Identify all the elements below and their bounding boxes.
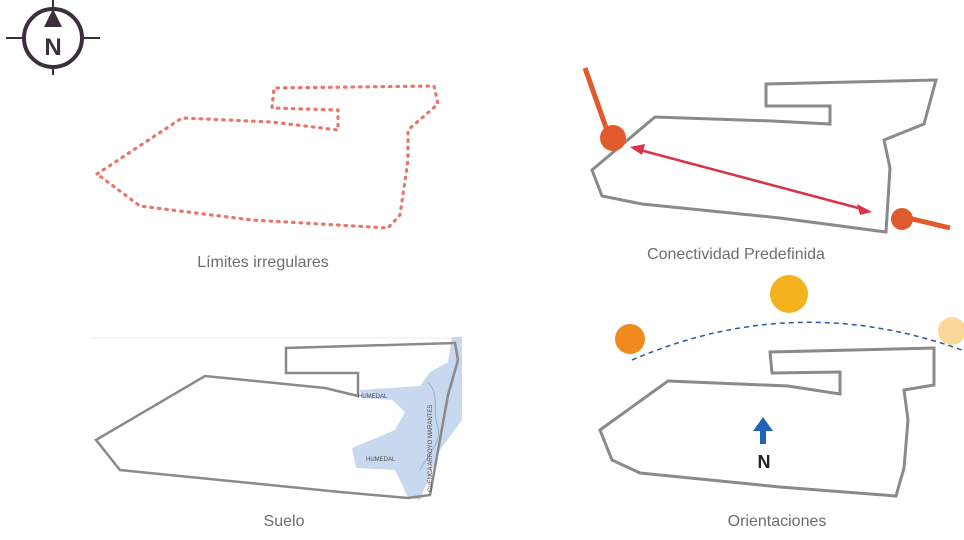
arrowhead-left — [630, 144, 645, 155]
arrowhead-right — [857, 204, 872, 215]
irregular-boundary-outline — [94, 84, 440, 230]
north-compass-icon: N — [6, 0, 100, 75]
caption-soil: Suelo — [263, 513, 305, 530]
orientation-panel: N — [598, 275, 964, 498]
wetland-area — [352, 337, 462, 500]
wetland-label-2: HUMEDAL — [366, 457, 396, 463]
site-outline-orientation — [598, 346, 936, 498]
site-outline-connectivity — [590, 78, 938, 234]
north-arrow-icon — [753, 417, 773, 444]
connection-node-nw — [600, 125, 626, 151]
stream-line — [419, 381, 440, 471]
connection-node-se — [891, 208, 913, 230]
connector-road-nw — [582, 67, 612, 137]
connectivity-arrow — [639, 148, 863, 211]
compass-letter: N — [44, 34, 61, 61]
sun-east-marker — [615, 324, 645, 354]
sun-path-arc — [631, 321, 963, 361]
caption-orientation: Orientaciones — [727, 513, 827, 530]
sun-high-marker — [770, 275, 808, 313]
north-arrow-label: N — [758, 452, 771, 472]
caption-connectivity: Conectividad Predefinida — [647, 246, 825, 263]
soil-panel: HUMEDAL HUMEDAL CUENCA ARROYO MARANTES — [90, 337, 462, 500]
limits-panel — [94, 84, 440, 230]
site-outline-soil — [94, 341, 460, 500]
channel-label: CUENCA ARROYO MARANTES — [428, 405, 434, 492]
connectivity-panel — [582, 67, 951, 234]
caption-limits: Límites irregulares — [197, 254, 329, 271]
sun-west-marker — [938, 317, 964, 345]
wetland-label-1: HUMEDAL — [358, 394, 388, 400]
